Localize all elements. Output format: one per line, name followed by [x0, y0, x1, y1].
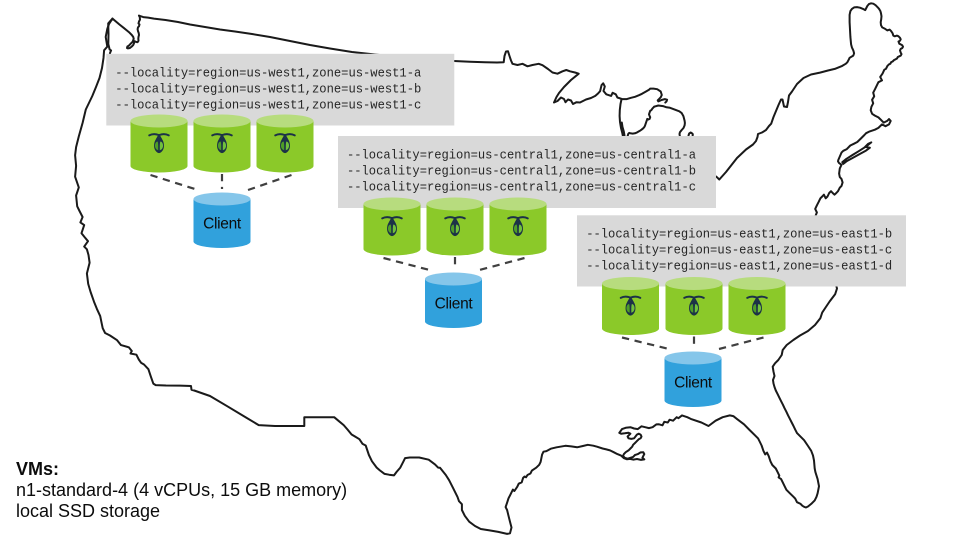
svg-text:--locality=region=us-west1,zon: --locality=region=us-west1,zone=us-west1… [115, 81, 421, 96]
svg-text:Client: Client [674, 375, 713, 392]
svg-text:--locality=region=us-east1,zon: --locality=region=us-east1,zone=us-east1… [586, 243, 892, 258]
svg-text:--locality=region=us-east1,zon: --locality=region=us-east1,zone=us-east1… [586, 259, 892, 274]
svg-text:--locality=region=us-central1,: --locality=region=us-central1,zone=us-ce… [347, 147, 696, 162]
svg-text:--locality=region=us-central1,: --locality=region=us-central1,zone=us-ce… [347, 179, 696, 194]
svg-text:--locality=region=us-west1,zon: --locality=region=us-west1,zone=us-west1… [115, 97, 421, 112]
svg-text:n1-standard-4 (4 vCPUs, 15 GB: n1-standard-4 (4 vCPUs, 15 GB memory) [16, 480, 347, 500]
svg-text:--locality=region=us-central1,: --locality=region=us-central1,zone=us-ce… [347, 163, 696, 178]
svg-text:local SSD storage: local SSD storage [16, 501, 160, 521]
svg-text:Client: Client [203, 216, 242, 233]
svg-text:--locality=region=us-east1,zon: --locality=region=us-east1,zone=us-east1… [586, 227, 892, 242]
svg-text:VMs:: VMs: [16, 459, 59, 479]
svg-text:--locality=region=us-west1,zon: --locality=region=us-west1,zone=us-west1… [115, 65, 421, 80]
svg-text:Client: Client [435, 296, 474, 313]
